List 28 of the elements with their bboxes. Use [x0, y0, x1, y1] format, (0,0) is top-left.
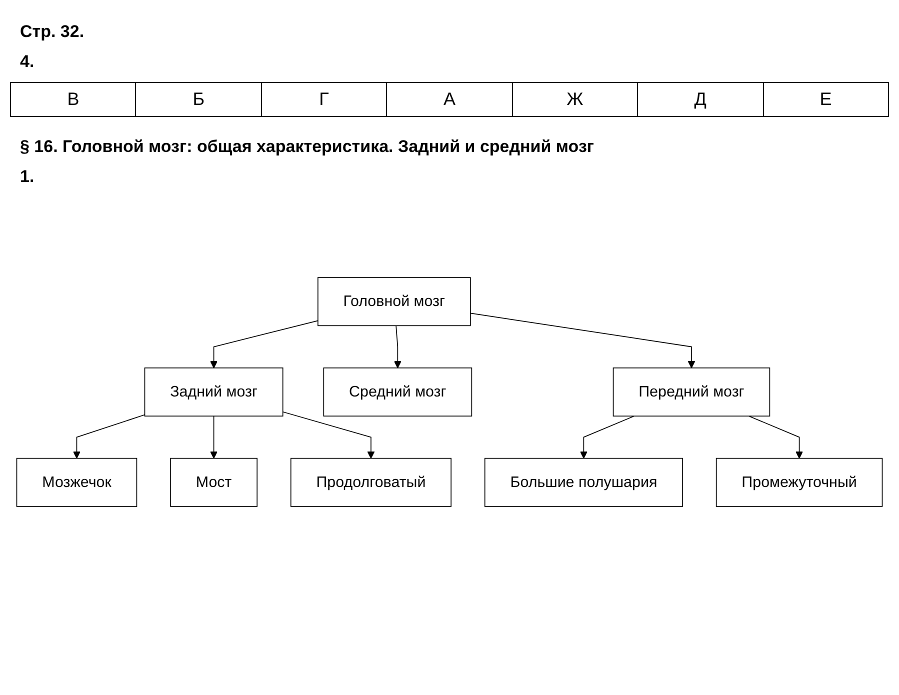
page-number: Стр. 32.	[20, 22, 86, 42]
task-number: 4.	[20, 52, 36, 72]
node-box: Передний мозг	[612, 368, 770, 416]
node-box: Средний мозг	[323, 368, 472, 416]
heading: § 16. Головной мозг: общая характеристика. Задний и средний мозг	[20, 137, 595, 157]
node-box: Головной мозг	[318, 277, 471, 326]
arrow	[210, 320, 318, 368]
node-box: Мост	[170, 458, 258, 507]
node-box: Промежуточный	[716, 458, 883, 507]
node-box: Мозжечок	[16, 458, 138, 507]
arrow	[470, 312, 696, 368]
arrow	[282, 411, 375, 459]
node-box: Продолговатый	[290, 458, 452, 507]
arrow	[394, 325, 402, 368]
task-number: 1.	[20, 167, 36, 187]
table-cell: В	[10, 82, 136, 116]
table-cell: Б	[136, 82, 262, 116]
table-cell: А	[386, 82, 512, 116]
table-cell: Е	[763, 82, 888, 116]
arrow	[748, 416, 803, 459]
node-box: Большие полушария	[484, 458, 683, 507]
arrow	[210, 416, 218, 459]
table-cell: Д	[638, 82, 764, 116]
arrow	[580, 416, 634, 459]
table-cell: Г	[261, 82, 387, 116]
table-cell: Ж	[512, 82, 638, 116]
arrow	[73, 414, 146, 459]
node-box: Задний мозг	[144, 368, 284, 416]
